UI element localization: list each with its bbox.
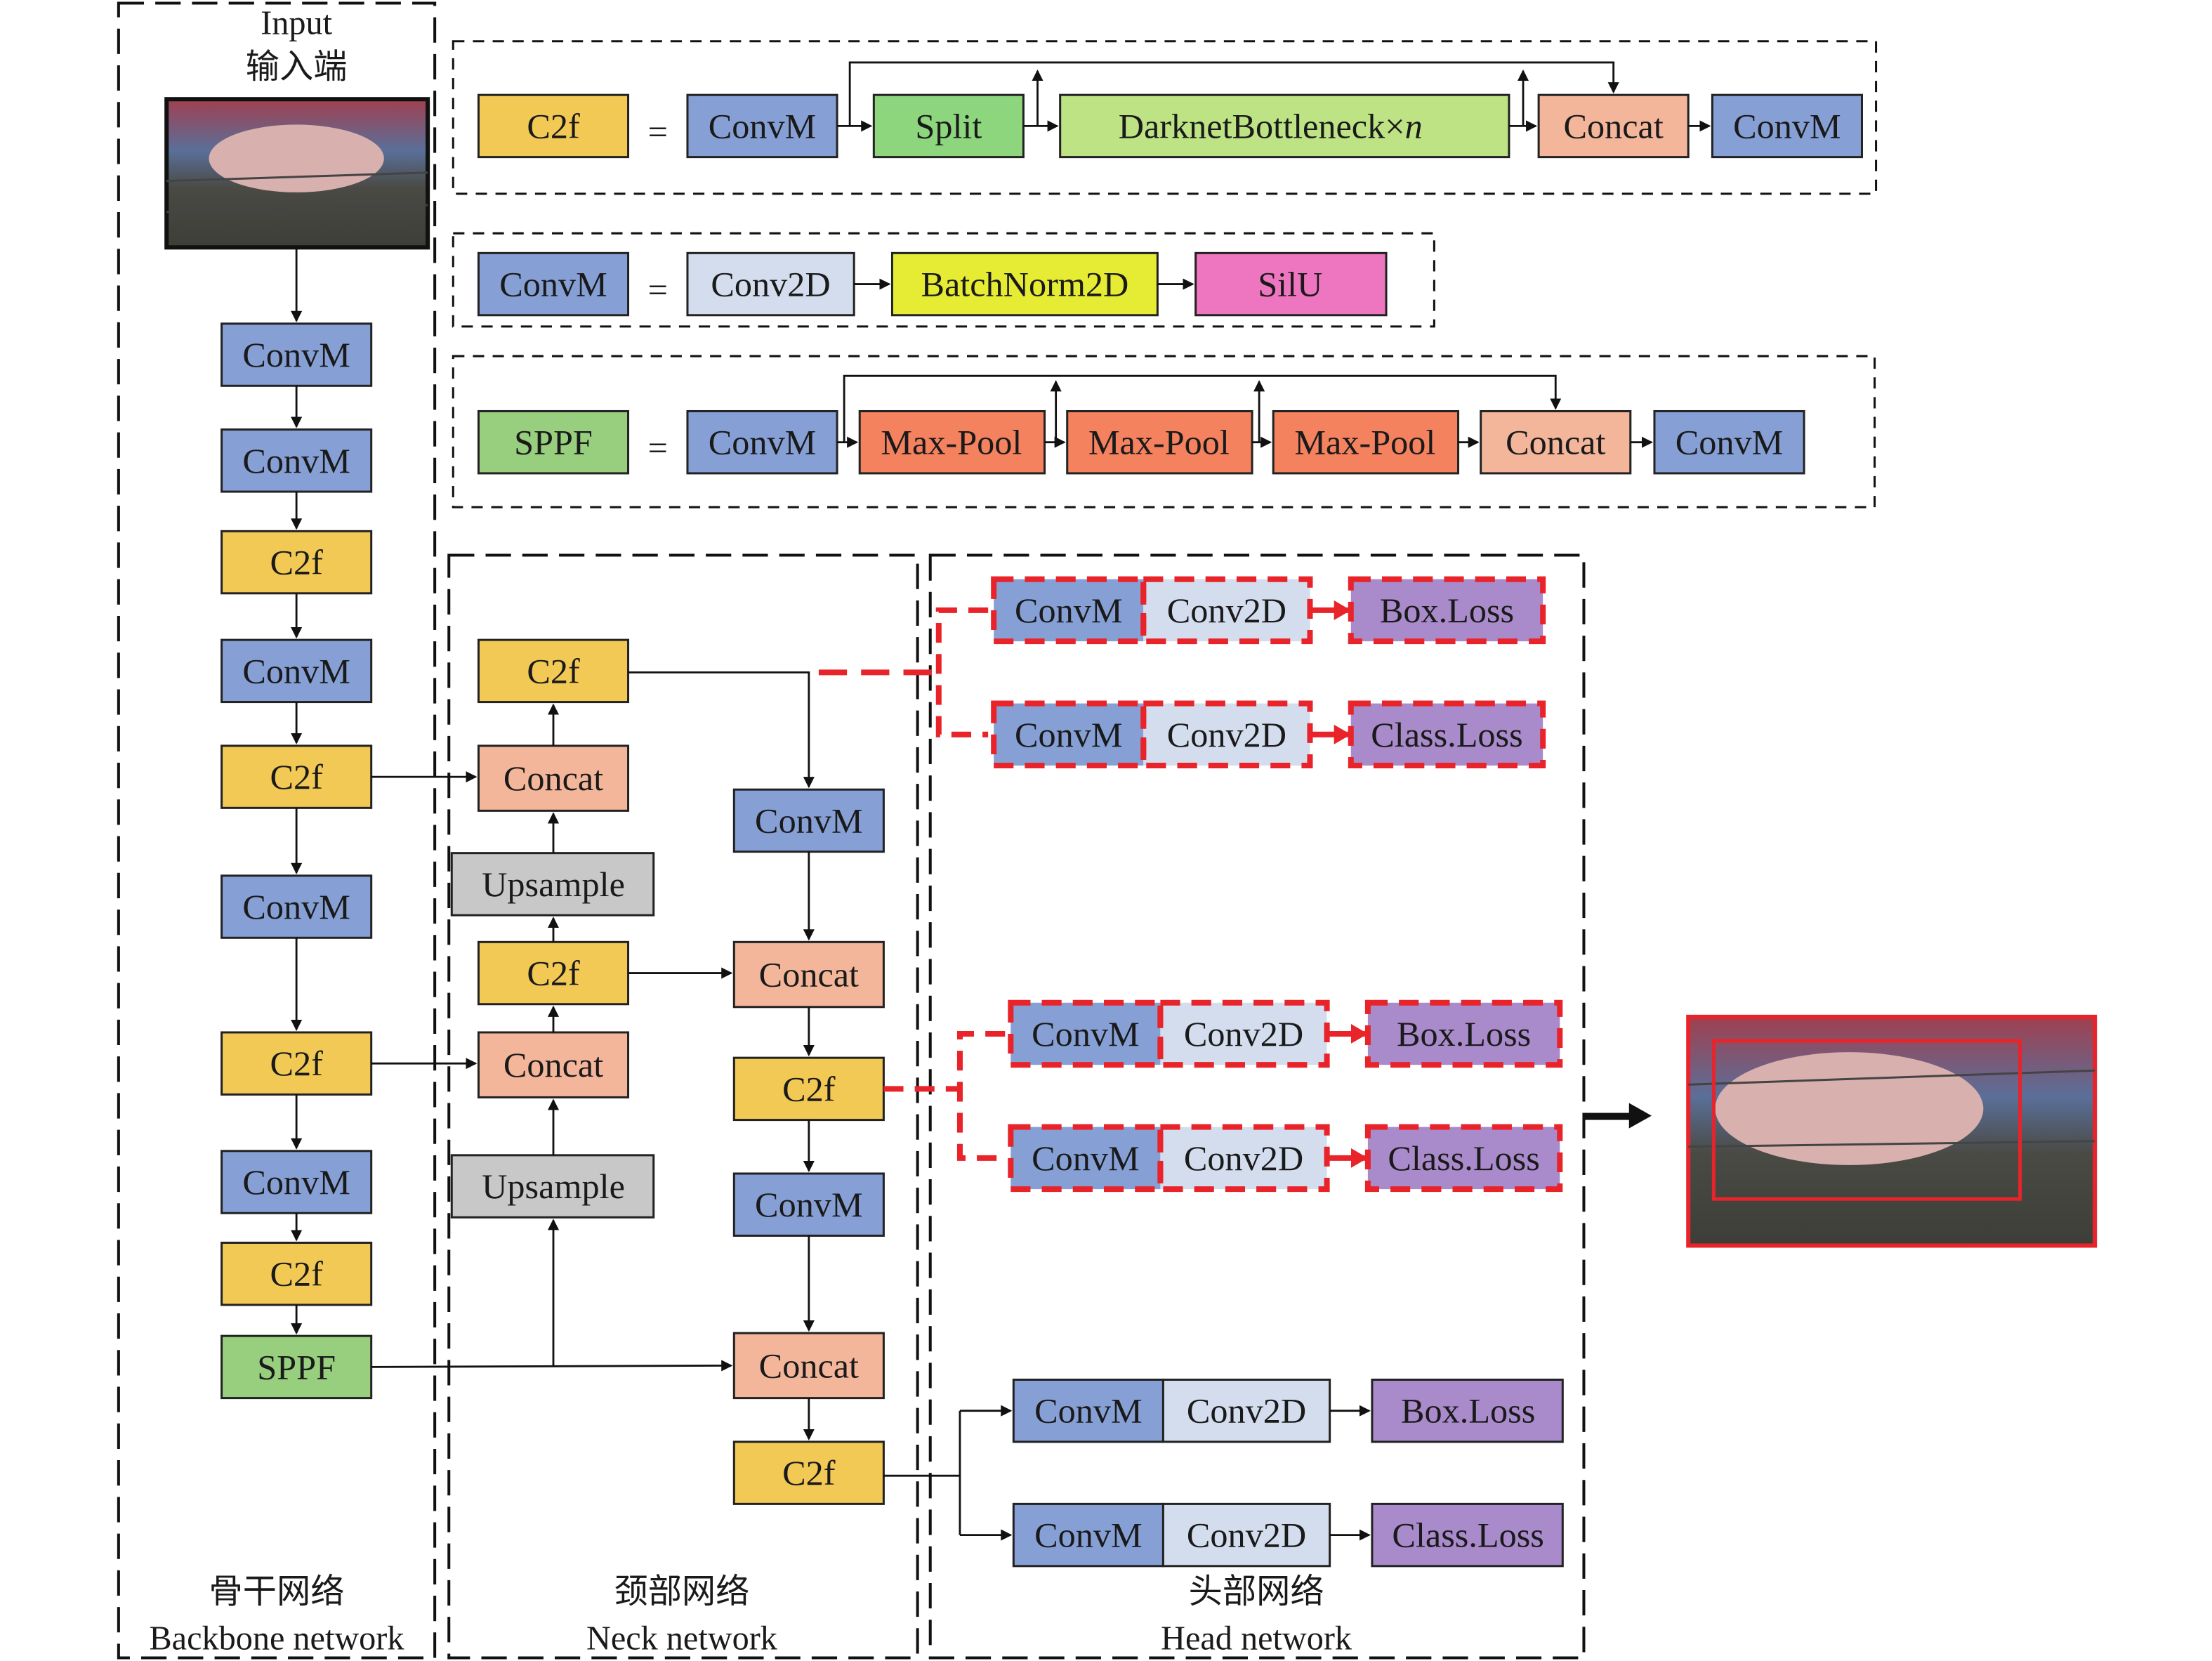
svg-text:Class.Loss: Class.Loss (1371, 715, 1522, 754)
head-branch-1: ConvM Conv2D Box.Loss ConvM Conv2D Class.L… (818, 576, 1546, 769)
svg-text:ConvM: ConvM (709, 106, 817, 145)
svg-text:Concat: Concat (1506, 423, 1605, 462)
svg-text:C2f: C2f (270, 757, 323, 796)
svg-text:Concat: Concat (503, 759, 603, 798)
svg-text:C2f: C2f (782, 1069, 836, 1108)
output-detection-image (1686, 1014, 2098, 1248)
svg-text:Conv2D: Conv2D (1167, 715, 1286, 754)
svg-text:ConvM: ConvM (1015, 591, 1123, 630)
svg-text:ConvM: ConvM (1032, 1014, 1140, 1053)
svg-text:=: = (648, 270, 668, 310)
svg-text:C2f: C2f (270, 543, 323, 582)
svg-text:Conv2D: Conv2D (711, 265, 830, 304)
svg-text:SPPF: SPPF (514, 423, 593, 462)
svg-text:SPPF: SPPF (257, 1347, 336, 1386)
svg-text:C2f: C2f (527, 106, 580, 145)
svg-text:ConvM: ConvM (1034, 1516, 1143, 1555)
neck-frame (447, 553, 919, 1660)
head-caption-en: Head network (1161, 1620, 1352, 1657)
svg-text:ConvM: ConvM (1676, 423, 1784, 462)
svg-text:Split: Split (915, 106, 982, 145)
svg-text:Conv2D: Conv2D (1187, 1516, 1306, 1555)
backbone: ConvM ConvM C2f ConvM C2f ConvM C2f Conv… (220, 247, 373, 1400)
svg-text:Max-Pool: Max-Pool (1088, 423, 1230, 462)
svg-text:DarknetBottleneck×n: DarknetBottleneck×n (1119, 106, 1423, 145)
svg-text:C2f: C2f (527, 651, 580, 690)
svg-text:SilU: SilU (1258, 265, 1322, 304)
svg-text:ConvM: ConvM (242, 651, 350, 690)
svg-text:ConvM: ConvM (755, 801, 863, 840)
backbone-caption-en: Backbone network (150, 1620, 405, 1657)
svg-text:ConvM: ConvM (1733, 106, 1841, 145)
c2f-legend-frame (452, 40, 1878, 195)
svg-text:ConvM: ConvM (709, 423, 817, 462)
svg-text:ConvM: ConvM (1015, 715, 1123, 754)
svg-text:ConvM: ConvM (755, 1185, 863, 1224)
svg-text:Concat: Concat (759, 955, 859, 994)
legend-sppf: SPPF = ConvM Max-Pool Max-Pool Max-Pool … (477, 374, 1805, 475)
svg-text:=: = (648, 428, 668, 468)
svg-text:Box.Loss: Box.Loss (1397, 1014, 1531, 1053)
svg-text:C2f: C2f (270, 1254, 323, 1294)
legend-convm: ConvM = Conv2D BatchNorm2D SilU (477, 251, 1388, 317)
svg-text:=: = (648, 112, 668, 151)
svg-text:Box.Loss: Box.Loss (1380, 591, 1514, 630)
svg-text:ConvM: ConvM (1034, 1391, 1143, 1431)
svg-text:Upsample: Upsample (482, 865, 625, 904)
head-branch-2: ConvM Conv2D Box.Loss ConvM Conv2D Class.L… (883, 999, 1563, 1193)
backbone-frame (117, 1, 437, 1660)
neck-caption-en: Neck network (586, 1620, 778, 1657)
svg-text:BatchNorm2D: BatchNorm2D (921, 265, 1128, 304)
head-caption-zh: 头部网络 (1189, 1573, 1324, 1610)
input-title-zh: 输入端 (246, 48, 348, 86)
sppf-legend-frame (452, 355, 1876, 508)
svg-text:C2f: C2f (782, 1453, 836, 1492)
svg-text:Max-Pool: Max-Pool (881, 423, 1022, 462)
svg-text:Concat: Concat (1563, 106, 1663, 145)
input-pig-image (164, 97, 430, 250)
svg-text:Conv2D: Conv2D (1184, 1138, 1303, 1178)
svg-text:Conv2D: Conv2D (1187, 1391, 1306, 1431)
svg-text:ConvM: ConvM (242, 441, 350, 480)
svg-text:C2f: C2f (527, 954, 580, 993)
svg-text:ConvM: ConvM (1032, 1138, 1140, 1178)
svg-text:C2f: C2f (270, 1044, 323, 1083)
svg-text:Box.Loss: Box.Loss (1401, 1391, 1535, 1431)
svg-text:Conv2D: Conv2D (1167, 591, 1286, 630)
svg-text:Concat: Concat (503, 1045, 603, 1084)
svg-text:Class.Loss: Class.Loss (1388, 1138, 1539, 1178)
neck: C2f Concat Upsample C2f Concat Upsample … (371, 638, 885, 1505)
backbone-caption-zh: 骨干网络 (209, 1573, 345, 1610)
svg-text:ConvM: ConvM (242, 887, 350, 926)
svg-text:ConvM: ConvM (242, 1162, 350, 1202)
convm-legend-frame (452, 232, 1435, 328)
output-arrow-icon (1584, 1103, 1652, 1129)
svg-text:Upsample: Upsample (482, 1167, 625, 1206)
legend-c2f: C2f = ConvM Split DarknetBottleneck×n Co… (477, 61, 1863, 159)
svg-text:Class.Loss: Class.Loss (1392, 1516, 1543, 1555)
head-branch-3: ConvM Conv2D Box.Loss ConvM Conv2D Class.L… (883, 1378, 1564, 1568)
svg-text:Conv2D: Conv2D (1184, 1014, 1303, 1053)
svg-text:ConvM: ConvM (499, 265, 607, 304)
svg-text:ConvM: ConvM (242, 335, 350, 374)
svg-text:Max-Pool: Max-Pool (1294, 423, 1435, 462)
head-frame (928, 553, 1586, 1660)
svg-text:Concat: Concat (759, 1346, 859, 1385)
input-title-en: Input (261, 5, 332, 42)
neck-caption-zh: 颈部网络 (614, 1573, 749, 1610)
